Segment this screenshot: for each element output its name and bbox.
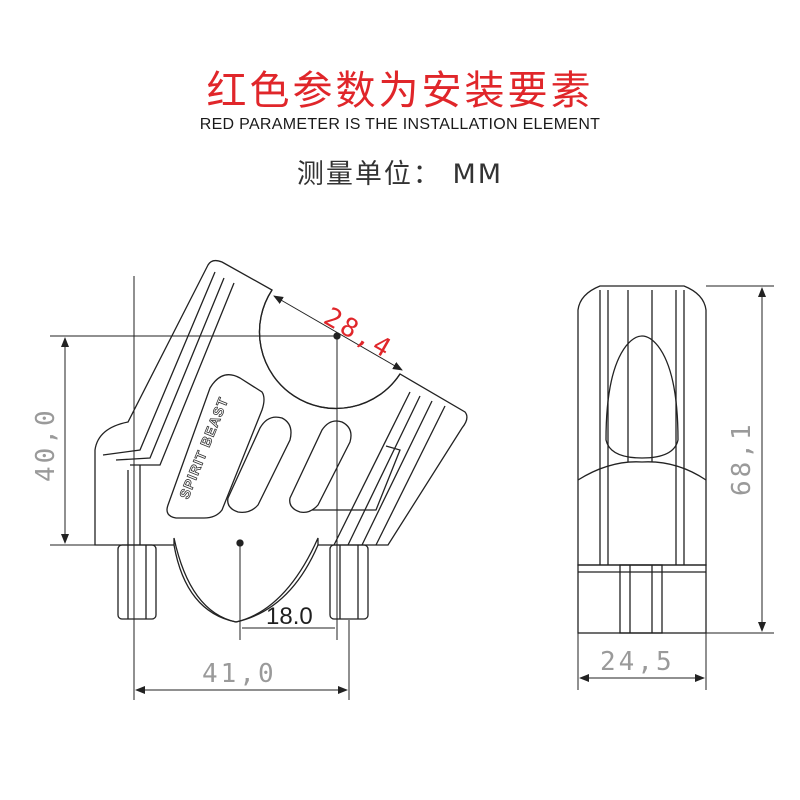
left-stud: [117, 544, 157, 620]
right-stud: [329, 544, 369, 620]
unit-label: 测量单位： MM: [296, 159, 504, 190]
title-chinese: 红色参数为安装要素: [206, 68, 594, 114]
lower-clamp-arc: [173, 544, 319, 623]
front-view: [94, 259, 468, 623]
dim-height-front: 40,0: [31, 407, 61, 482]
side-view: [577, 285, 707, 634]
side-stud: [619, 564, 663, 634]
title-english: RED PARAMETER IS THE INSTALLATION ELEMEN…: [199, 116, 601, 133]
upper-clamp-arc: [258, 289, 401, 410]
dim-height-side: 68,1: [727, 421, 757, 496]
riser-body-outline: [94, 259, 468, 623]
side-body-outline: [577, 285, 707, 566]
inner-panel: [166, 374, 265, 519]
dim-width-side: 24,5: [600, 647, 675, 677]
brand-text: SPIRIT BEAST: [176, 395, 231, 502]
side-base: [577, 564, 707, 634]
side-scoop: [605, 335, 679, 459]
dim-clamp-diameter: 28,4: [319, 302, 399, 365]
slot-1: [227, 416, 292, 513]
side-dimension-lines: [577, 285, 774, 690]
front-dimension-lines: [50, 276, 403, 700]
dim-width-front: 41,0: [202, 659, 277, 689]
slot-2: [289, 420, 352, 513]
dim-center-distance: 18.0: [266, 603, 313, 630]
